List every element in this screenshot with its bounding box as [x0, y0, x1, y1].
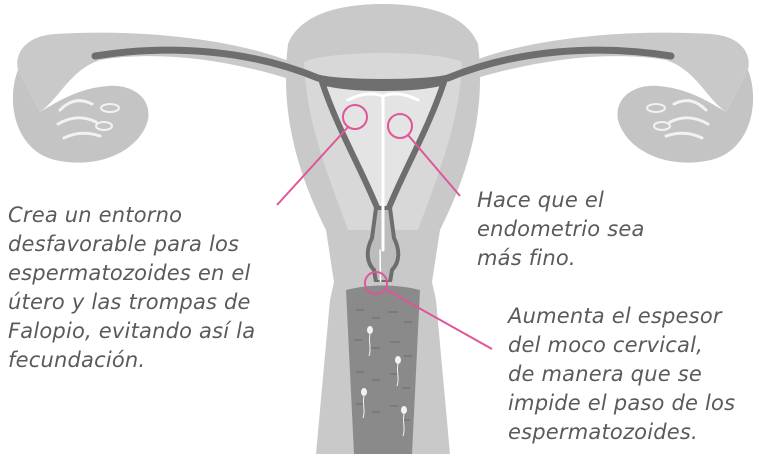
caption-line: Aumenta el espesor — [508, 304, 722, 328]
caption-line: Hace que el — [477, 188, 604, 212]
sperm-cells — [361, 326, 407, 437]
right-fimbriae — [646, 99, 710, 140]
vaginal-rugae — [354, 309, 412, 421]
caption-uterus-effect: Crea un entorno desfavorable para los es… — [8, 201, 255, 375]
left-ovary — [12, 70, 149, 163]
pointer-circle-cervix — [364, 271, 388, 295]
caption-line: más fino. — [477, 246, 576, 270]
caption-cervix-effect: Aumenta el espesor del moco cervical, de… — [508, 302, 735, 447]
caption-line: útero y las trompas de — [8, 290, 251, 314]
pointer-circle-endometrium — [387, 113, 413, 139]
caption-line: del moco cervical, — [508, 333, 704, 357]
left-fimbriae — [56, 99, 120, 140]
tubal-lining — [91, 46, 675, 86]
caption-line: Crea un entorno — [8, 203, 183, 227]
leader-line-left — [276, 126, 349, 206]
leader-line-right — [407, 134, 461, 197]
caption-line: espermatozoides en el — [8, 261, 251, 285]
caption-line: fecundación. — [8, 348, 146, 372]
pointer-circle-uterus — [342, 104, 368, 130]
caption-endometrium-effect: Hace que el endometrio sea más fino. — [477, 186, 645, 273]
caption-line: endometrio sea — [477, 217, 645, 241]
caption-line: espermatozoides. — [508, 420, 698, 444]
caption-line: de manera que se — [508, 362, 702, 386]
leader-line-bottom — [384, 288, 493, 350]
caption-line: desfavorable para los — [8, 232, 240, 256]
left-fallopian-tube — [17, 32, 301, 112]
right-fallopian-tube — [462, 32, 749, 112]
right-ovary — [617, 70, 754, 163]
caption-line: impide el paso de los — [508, 391, 736, 415]
caption-line: Falopio, evitando así la — [8, 319, 256, 343]
